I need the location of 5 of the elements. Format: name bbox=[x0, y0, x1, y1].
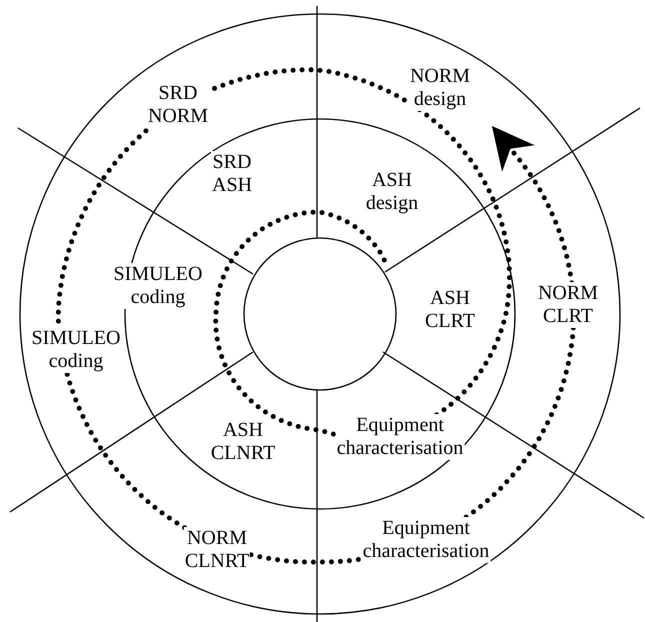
sector-label: SIMULEO coding bbox=[112, 263, 204, 309]
sector-label: NORM CLRT bbox=[537, 282, 599, 328]
sector-label: SIMULEO coding bbox=[30, 327, 122, 373]
sector-label: Equipment characterisation bbox=[362, 517, 490, 563]
sector-label: Equipment characterisation bbox=[336, 414, 464, 460]
